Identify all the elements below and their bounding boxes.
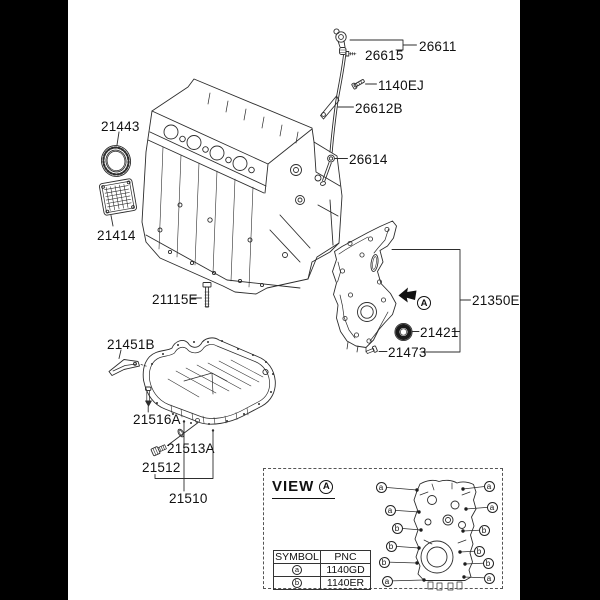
part-label-21350e: 21350E	[472, 293, 520, 308]
callout-marker: a	[483, 572, 495, 584]
detail-a-marker: A	[417, 296, 431, 310]
table-header-symbol: SYMBOL	[273, 550, 321, 564]
part-label-21510: 21510	[169, 491, 208, 506]
callout-marker: b	[473, 545, 485, 557]
part-label-26615: 26615	[365, 48, 404, 63]
callout-marker: b	[385, 540, 397, 552]
part-label-26612b: 26612B	[355, 101, 403, 116]
part-label-21115e: 21115E	[152, 292, 198, 307]
view-a-title: VIEW A	[272, 478, 336, 499]
table-row: b 1140ER	[273, 576, 371, 590]
part-label-21512: 21512	[142, 460, 181, 475]
part-label-21414: 21414	[97, 228, 136, 243]
callout-marker: a	[375, 481, 387, 493]
callout-marker: b	[478, 524, 490, 536]
symbol-a-marker: a	[292, 565, 302, 576]
part-label-26611: 26611	[419, 39, 457, 54]
part-label-26614: 26614	[349, 152, 388, 167]
symbol-pnc-table: SYMBOL PNC a 1140GD b 1140ER	[273, 550, 371, 590]
callout-marker: a	[384, 504, 396, 516]
part-label-21421: 21421	[420, 325, 459, 340]
part-label-21516a: 21516A	[133, 412, 181, 427]
callout-marker: b	[482, 557, 494, 569]
callout-marker: b	[391, 522, 403, 534]
symbol-b-marker: b	[292, 578, 302, 589]
callout-marker: b	[378, 556, 390, 568]
table-row: a 1140GD	[273, 563, 371, 577]
pnc-value: 1140GD	[320, 563, 371, 577]
callout-marker: a	[486, 501, 498, 513]
callout-marker: a	[483, 480, 495, 492]
pnc-value: 1140ER	[320, 576, 371, 590]
part-label-21513a: 21513A	[167, 441, 215, 456]
part-label-1140ej: 1140EJ	[378, 78, 424, 93]
table-header-pnc: PNC	[320, 550, 371, 564]
view-title-text: VIEW	[272, 478, 315, 495]
part-label-21443: 21443	[101, 119, 140, 134]
view-a-marker: A	[319, 479, 334, 494]
view-a-box	[263, 468, 503, 589]
callout-marker: a	[381, 575, 393, 587]
part-label-21473: 21473	[388, 345, 427, 360]
part-label-21451b: 21451B	[107, 337, 155, 352]
